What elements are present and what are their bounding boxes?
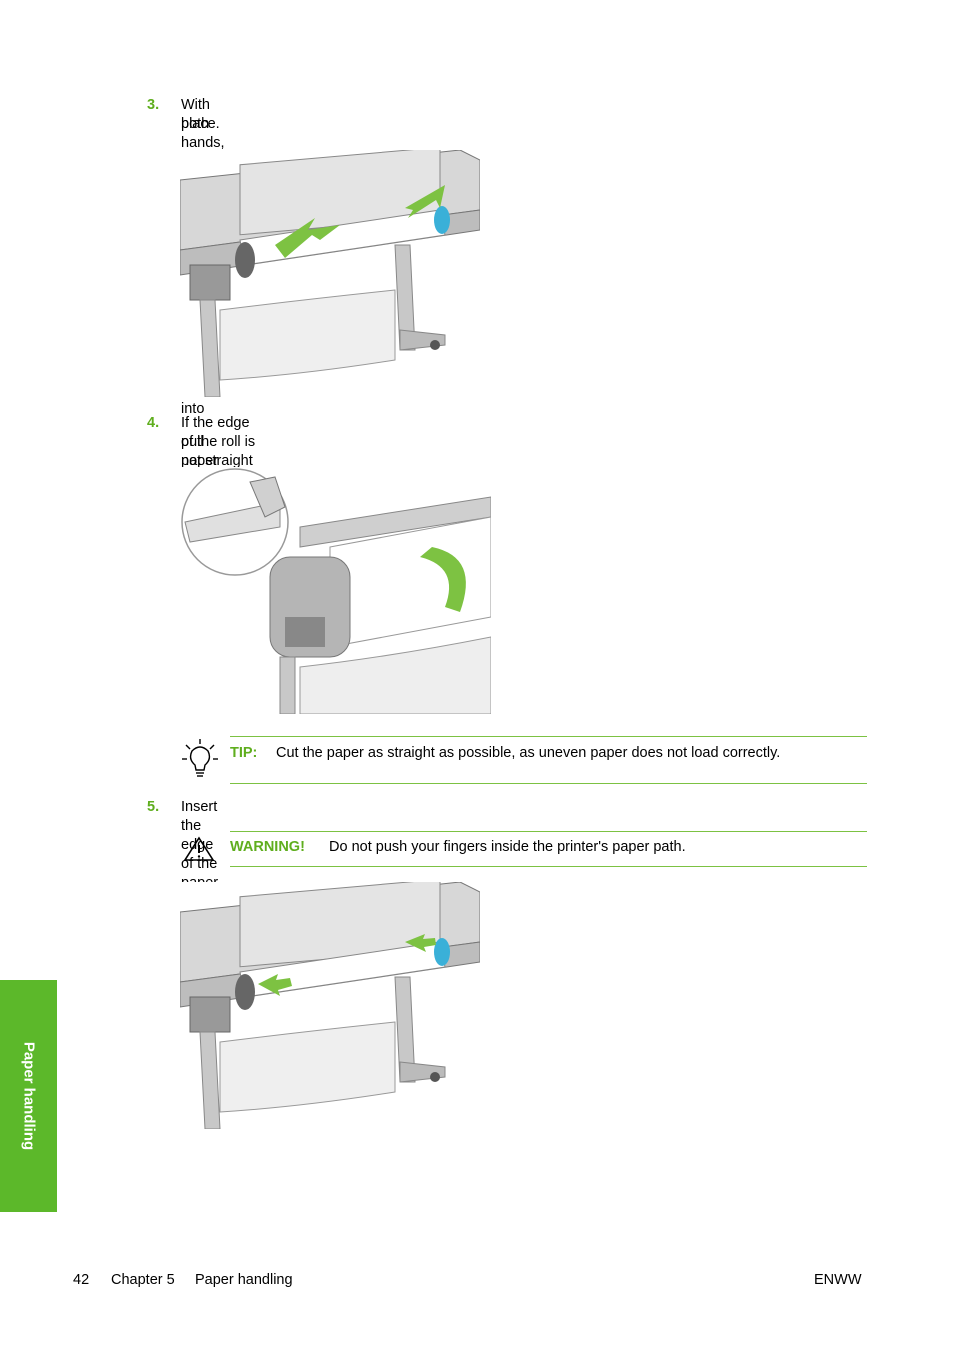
figure-cut-edge bbox=[180, 467, 491, 714]
warning-note: WARNING! Do not push your fingers inside… bbox=[230, 831, 867, 867]
warning-label: WARNING! bbox=[230, 839, 305, 855]
figure-insert-paper bbox=[180, 882, 480, 1129]
warning-triangle-icon bbox=[183, 836, 215, 867]
chapter-side-tab: Paper handling bbox=[0, 980, 57, 1212]
tip-label: TIP: bbox=[230, 745, 258, 761]
step-number: 5. bbox=[147, 799, 160, 815]
footer-section: Paper handling bbox=[195, 1272, 293, 1288]
footer-page-number: 42 bbox=[73, 1272, 90, 1288]
step-number: 4. bbox=[147, 415, 160, 431]
figure-spindle-insert bbox=[180, 150, 480, 397]
tip-lightbulb-icon bbox=[182, 739, 218, 784]
step-text-line-2: place. bbox=[181, 116, 220, 132]
warning-text: Do not push your fingers inside the prin… bbox=[329, 839, 686, 855]
footer-right: ENWW bbox=[814, 1272, 862, 1288]
tip-text: Cut the paper as straight as possible, a… bbox=[276, 745, 781, 761]
side-tab-label: Paper handling bbox=[20, 1041, 38, 1151]
footer-chapter: Chapter 5 bbox=[111, 1272, 175, 1288]
tip-note: TIP: Cut the paper as straight as possib… bbox=[230, 736, 867, 784]
step-number: 3. bbox=[147, 97, 160, 113]
